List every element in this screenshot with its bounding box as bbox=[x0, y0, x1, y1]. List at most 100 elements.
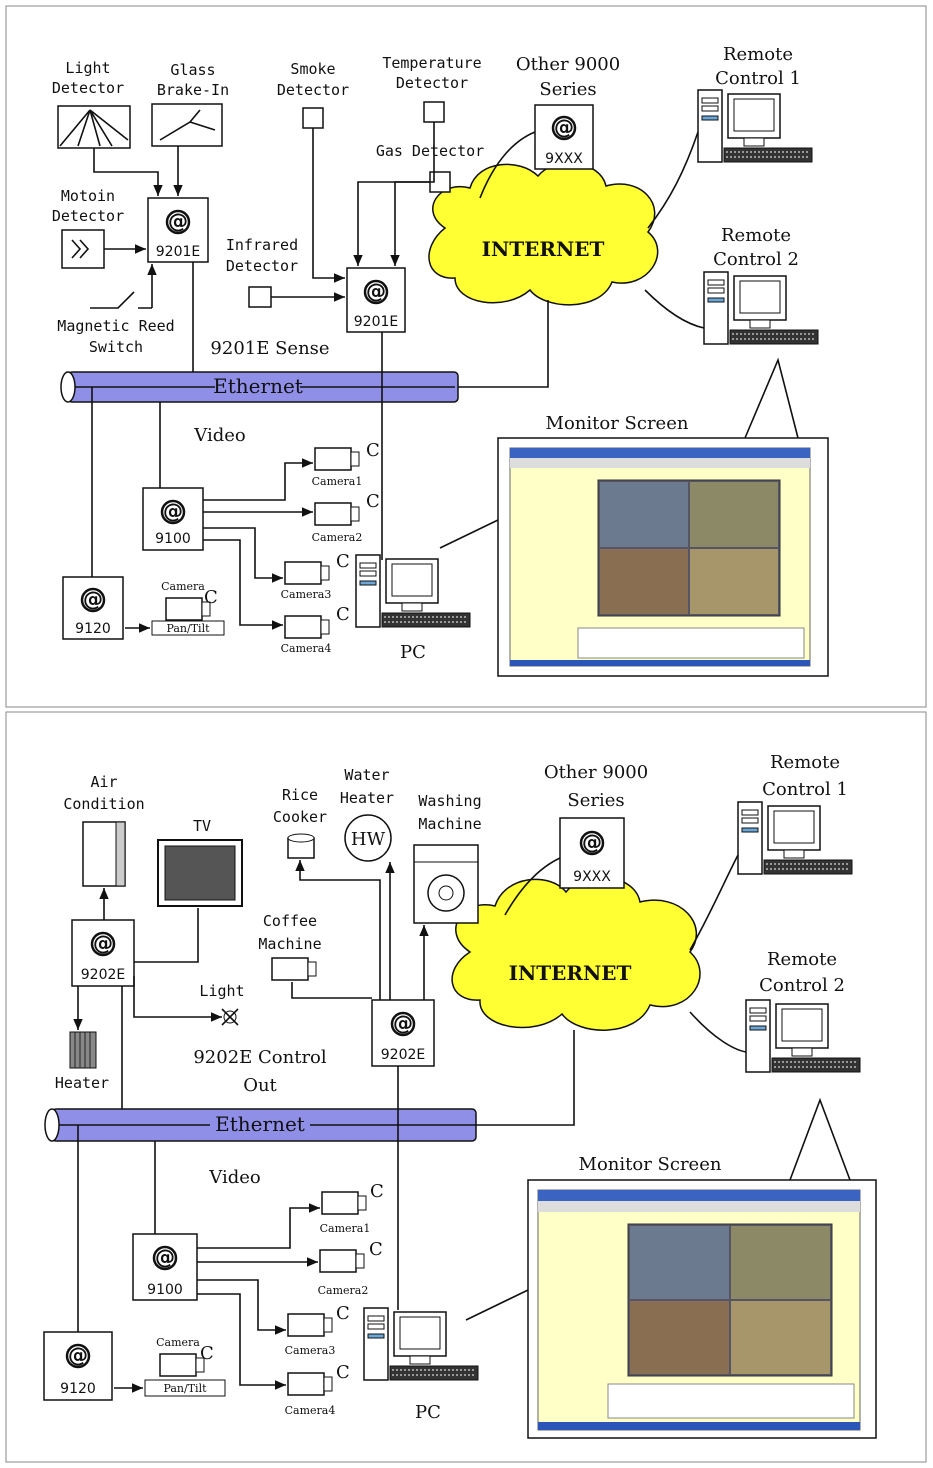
light-detector-label-1: Light bbox=[65, 59, 110, 77]
tv-icon bbox=[157, 839, 243, 907]
washing-machine-icon bbox=[413, 844, 479, 924]
coffee-label-1: Coffee bbox=[263, 912, 317, 930]
ptz2-camera-c: C bbox=[200, 1343, 214, 1364]
remote2b-pc-icon bbox=[745, 999, 861, 1073]
camera1b-label: Camera1 bbox=[320, 1222, 371, 1235]
camera1b-icon bbox=[321, 1191, 367, 1215]
pantilt-box bbox=[151, 620, 225, 636]
pantilt2-box bbox=[144, 1379, 226, 1397]
device-a-logo-icon bbox=[165, 207, 191, 235]
ethernet-end bbox=[60, 371, 76, 403]
hw-label: HW bbox=[351, 829, 386, 850]
dvr-label: 9100 bbox=[155, 531, 191, 547]
other-device2-label: 9XXX bbox=[573, 869, 611, 885]
camera4b-label: Camera4 bbox=[285, 1404, 336, 1417]
pantilt-label: Pan/Tilt bbox=[166, 622, 210, 635]
air-condition-label-1: Air bbox=[90, 773, 117, 791]
infrared-sensor-icon bbox=[248, 286, 272, 308]
infrared-label-1: Infrared bbox=[226, 236, 298, 254]
coffee-label-2: Machine bbox=[258, 935, 321, 953]
camera4-c: C bbox=[336, 604, 350, 625]
monitor2-callout-lines bbox=[465, 1097, 851, 1321]
gas-detector-label: Gas Detector bbox=[376, 142, 484, 160]
bottom-video-wiring bbox=[197, 1203, 320, 1390]
pc2-label: PC bbox=[415, 1402, 441, 1423]
other-device-label: 9XXX bbox=[545, 151, 583, 167]
water-heater-icon bbox=[344, 814, 392, 862]
water-heater-label-2: Heater bbox=[340, 789, 394, 807]
remote1b-pc-icon bbox=[737, 801, 853, 875]
camera2-icon bbox=[314, 502, 360, 526]
camera1-icon bbox=[314, 447, 360, 471]
remote2-pc-icon bbox=[703, 271, 819, 345]
rice-cooker-icon bbox=[287, 833, 315, 859]
coffee-machine-icon bbox=[271, 957, 317, 981]
magnetic-label-1: Magnetic Reed bbox=[57, 317, 174, 335]
ethernet-label-2: Ethernet bbox=[215, 1112, 305, 1136]
internet-label-2: INTERNET bbox=[509, 961, 632, 985]
motion-detector-icon bbox=[61, 229, 105, 269]
camera3b-label: Camera3 bbox=[285, 1344, 336, 1357]
sense-label: 9201E Sense bbox=[210, 338, 329, 359]
ptz2-logo-icon bbox=[65, 1341, 91, 1369]
top-panel: INTERNET Ethernet Light Detector Glass B… bbox=[52, 44, 829, 677]
ptz-device-logo-icon bbox=[80, 585, 106, 613]
rice-cooker-label-2: Cooker bbox=[273, 808, 327, 826]
device-b-label: 9201E bbox=[354, 314, 398, 330]
temperature-label-1: Temperature bbox=[382, 54, 481, 72]
device-d-logo-icon bbox=[390, 1009, 416, 1037]
camera4-icon bbox=[284, 615, 330, 639]
camera2b-c: C bbox=[369, 1239, 383, 1260]
pantilt2-label: Pan/Tilt bbox=[163, 1382, 207, 1395]
glass-break-label-1: Glass bbox=[170, 61, 215, 79]
device-d-label: 9202E bbox=[381, 1047, 425, 1063]
other-device2-logo-icon bbox=[579, 828, 605, 856]
smoke-sensor-icon bbox=[302, 107, 324, 129]
monitor-label: Monitor Screen bbox=[546, 413, 689, 434]
light-label: Light bbox=[199, 982, 244, 1000]
washing-label-2: Machine bbox=[418, 815, 481, 833]
internet-cloud-2 bbox=[451, 876, 701, 1031]
remote2b-label-1: Remote bbox=[767, 949, 837, 970]
ptz-camera-label: Camera bbox=[161, 580, 205, 593]
heater-label: Heater bbox=[55, 1074, 109, 1092]
tv-label: TV bbox=[193, 817, 211, 835]
bottom-panel-frame bbox=[5, 711, 927, 1463]
smoke-detector-label-1: Smoke bbox=[290, 60, 335, 78]
bottom-panel: INTERNET Ethernet Air Condition TV Rice … bbox=[43, 752, 877, 1439]
dvr2-logo-icon bbox=[152, 1243, 178, 1271]
camera1-c: C bbox=[366, 440, 380, 461]
reed-switch-icon bbox=[90, 291, 152, 309]
ethernet-end-2 bbox=[44, 1108, 60, 1142]
remote1b-label-2: Control 1 bbox=[762, 779, 848, 800]
glass-break-label-2: Brake-In bbox=[157, 81, 229, 99]
top-sensor-wiring bbox=[93, 122, 705, 560]
camera3-icon bbox=[284, 561, 330, 585]
ethernet-label: Ethernet bbox=[213, 374, 303, 398]
dvr2-label: 9100 bbox=[147, 1282, 183, 1298]
other-series-label-2: Series bbox=[539, 79, 596, 100]
other-device-logo-icon bbox=[551, 113, 577, 141]
device-c-logo-icon bbox=[90, 929, 116, 957]
glass-break-icon bbox=[151, 103, 223, 147]
local-pc2-icon bbox=[363, 1307, 479, 1381]
infrared-label-2: Detector bbox=[226, 257, 298, 275]
magnetic-label-2: Switch bbox=[89, 338, 143, 356]
monitor2-label: Monitor Screen bbox=[579, 1154, 722, 1175]
light-detector-label-2: Detector bbox=[52, 79, 124, 97]
camera3-c: C bbox=[336, 551, 350, 572]
washing-label-1: Washing bbox=[418, 792, 481, 810]
camera4b-c: C bbox=[336, 1362, 350, 1383]
light-bulb-icon bbox=[221, 1008, 239, 1026]
camera4-label: Camera4 bbox=[281, 642, 332, 655]
internet-label: INTERNET bbox=[482, 237, 605, 261]
camera2b-icon bbox=[319, 1249, 365, 1273]
other-series-label-1: Other 9000 bbox=[516, 54, 620, 75]
temperature-label-2: Detector bbox=[396, 74, 468, 92]
local-pc-icon bbox=[355, 554, 471, 628]
remote1b-label-1: Remote bbox=[770, 752, 840, 773]
control-label-2: Out bbox=[243, 1075, 277, 1096]
temperature-sensor-icon bbox=[423, 101, 445, 123]
